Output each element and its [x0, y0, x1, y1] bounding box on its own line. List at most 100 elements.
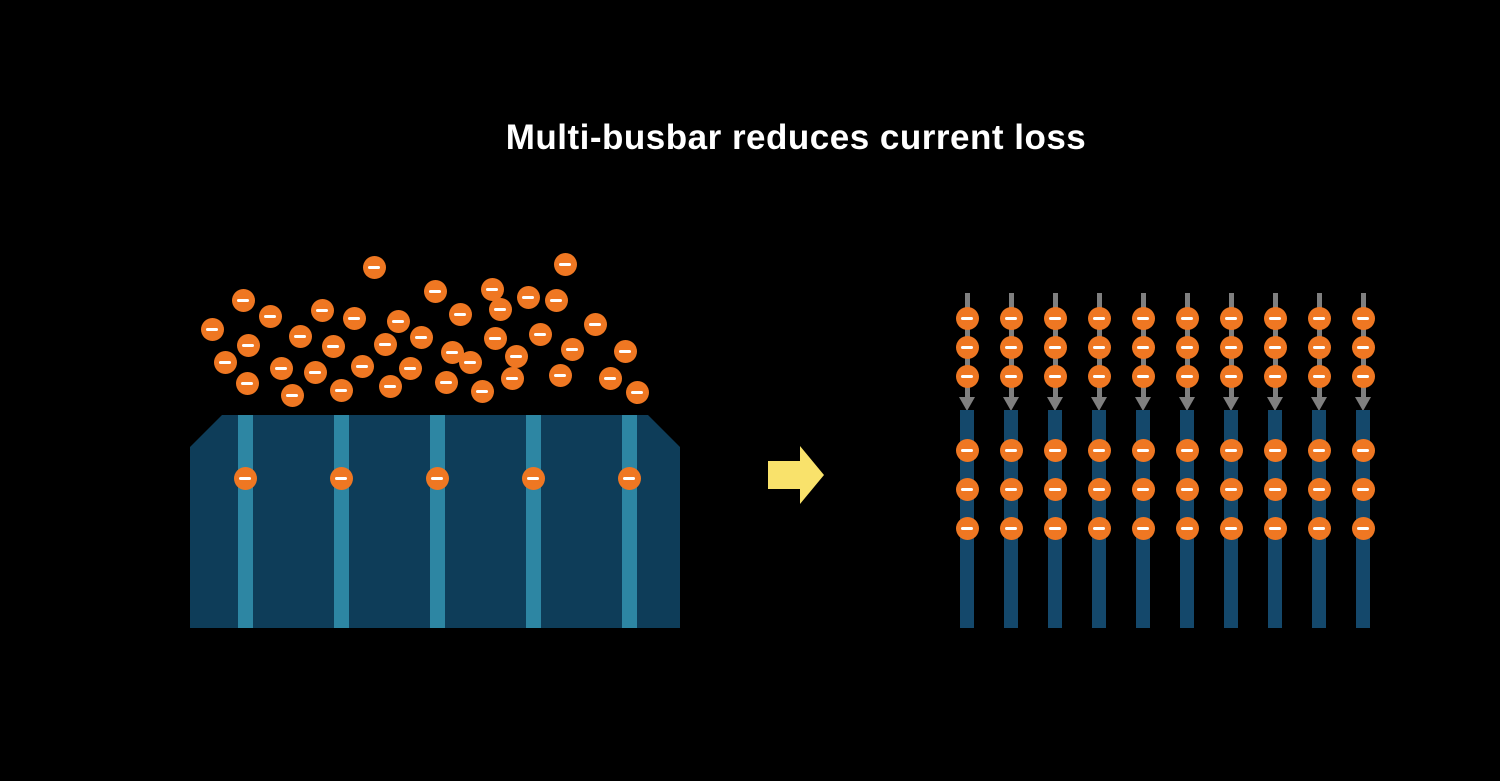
minus-icon: [1313, 526, 1325, 530]
collected-electron: [1219, 438, 1243, 462]
minus-icon: [476, 389, 488, 393]
minus-icon: [1137, 345, 1149, 349]
incoming-electron: [1131, 364, 1155, 388]
free-electron: [350, 354, 374, 378]
minus-icon: [1225, 345, 1237, 349]
minus-icon: [1225, 316, 1237, 320]
minus-icon: [440, 380, 452, 384]
minus-icon: [1093, 526, 1105, 530]
minus-icon: [1137, 448, 1149, 452]
free-electron: [470, 379, 494, 403]
minus-icon: [961, 345, 973, 349]
free-electron: [516, 285, 540, 309]
minus-icon: [1093, 374, 1105, 378]
free-electron: [544, 288, 568, 312]
minus-icon: [1093, 316, 1105, 320]
minus-icon: [961, 526, 973, 530]
minus-icon: [294, 334, 306, 338]
collected-electron: [999, 516, 1023, 540]
incoming-electron: [1175, 306, 1199, 330]
flow-arrow-head-icon: [1311, 397, 1327, 411]
incoming-electron: [1351, 364, 1375, 388]
minus-icon: [510, 354, 522, 358]
collected-electron: [1175, 516, 1199, 540]
minus-icon: [1181, 448, 1193, 452]
minus-icon: [1269, 374, 1281, 378]
minus-icon: [1093, 345, 1105, 349]
minus-icon: [1181, 487, 1193, 491]
minus-icon: [335, 388, 347, 392]
minus-icon: [559, 262, 571, 266]
minus-icon: [527, 476, 539, 480]
incoming-electron: [1351, 335, 1375, 359]
collected-electron: [1131, 438, 1155, 462]
incoming-electron: [1263, 364, 1287, 388]
minus-icon: [522, 295, 534, 299]
minus-icon: [275, 366, 287, 370]
diagram-title: Multi-busbar reduces current loss: [505, 118, 1087, 157]
flow-arrow-head-icon: [1135, 397, 1151, 411]
minus-icon: [1357, 345, 1369, 349]
minus-icon: [1049, 345, 1061, 349]
minus-icon: [429, 289, 441, 293]
minus-icon: [1269, 487, 1281, 491]
minus-icon: [309, 370, 321, 374]
minus-icon: [1005, 526, 1017, 530]
collected-electron: [1087, 516, 1111, 540]
minus-icon: [1357, 487, 1369, 491]
minus-icon: [1225, 526, 1237, 530]
minus-icon: [286, 393, 298, 397]
busbar: [238, 415, 253, 628]
incoming-electron: [1131, 335, 1155, 359]
minus-icon: [1357, 448, 1369, 452]
collected-electron: [1351, 438, 1375, 462]
minus-icon: [1005, 316, 1017, 320]
incoming-electron: [1175, 335, 1199, 359]
free-electron: [386, 309, 410, 333]
minus-icon: [379, 342, 391, 346]
collected-electron: [1043, 438, 1067, 462]
collected-electron: [1175, 477, 1199, 501]
minus-icon: [1313, 448, 1325, 452]
minus-icon: [356, 364, 368, 368]
minus-icon: [1137, 487, 1149, 491]
busbar-electron: [617, 466, 641, 490]
free-electron: [280, 383, 304, 407]
minus-icon: [1357, 316, 1369, 320]
incoming-electron: [1263, 306, 1287, 330]
free-electron: [235, 371, 259, 395]
incoming-electron: [955, 306, 979, 330]
busbar-electron: [329, 466, 353, 490]
minus-icon: [242, 343, 254, 347]
minus-icon: [1225, 374, 1237, 378]
incoming-electron: [1131, 306, 1155, 330]
standard-cell: [190, 415, 680, 628]
minus-icon: [1181, 316, 1193, 320]
busbar: [334, 415, 349, 628]
flow-arrow-head-icon: [1047, 397, 1063, 411]
right-arrow-icon: [768, 446, 824, 504]
collected-electron: [1131, 477, 1155, 501]
minus-icon: [604, 376, 616, 380]
collected-electron: [1087, 438, 1111, 462]
collected-electron: [999, 438, 1023, 462]
free-electron: [528, 322, 552, 346]
minus-icon: [368, 265, 380, 269]
busbar: [526, 415, 541, 628]
busbar-electron: [233, 466, 257, 490]
minus-icon: [961, 448, 973, 452]
incoming-electron: [1307, 335, 1331, 359]
minus-icon: [494, 307, 506, 311]
busbar-electron: [521, 466, 545, 490]
minus-icon: [239, 476, 251, 480]
incoming-electron: [1263, 335, 1287, 359]
minus-icon: [327, 344, 339, 348]
minus-icon: [1313, 316, 1325, 320]
minus-icon: [1225, 448, 1237, 452]
minus-icon: [316, 308, 328, 312]
minus-icon: [534, 332, 546, 336]
free-electron: [329, 378, 353, 402]
incoming-electron: [1351, 306, 1375, 330]
